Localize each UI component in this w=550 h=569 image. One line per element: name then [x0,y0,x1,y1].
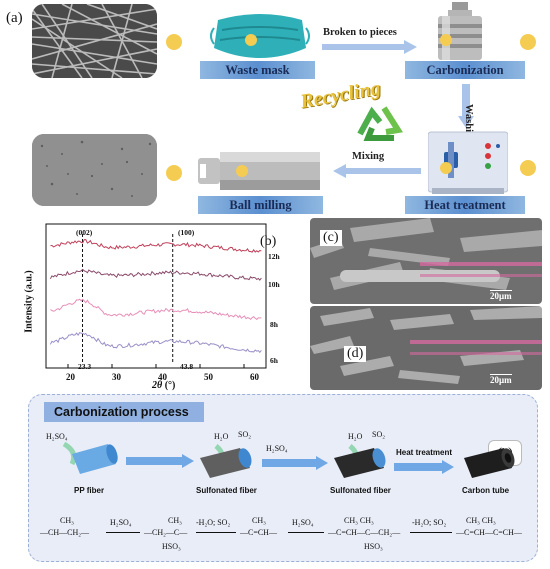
step-waste-mask: Waste mask [200,61,315,79]
xlabel-unit: (°) [164,380,176,391]
xrd-series-6h [49,331,262,354]
carbonization-title: Carbonization process [44,402,204,422]
eq-s4-top: CH₃ CH₃ [344,516,374,525]
process-arrow-3 [394,460,454,474]
yellow-dot [520,34,536,50]
sulfonated-fiber-dark-icon [334,444,386,478]
xrd-plot [45,223,267,369]
yellow-dot [166,165,182,181]
panel-a-label: (a) [6,10,23,26]
xrd-xlabel: 2θ (°) [152,380,175,391]
carbon-tube-icon [464,448,515,478]
eq-s2-main: —CH₂—C— [144,528,188,537]
sem-texture-c [310,218,542,304]
powder-texture [32,134,157,206]
step-ball-milling: Ball milling [198,196,323,214]
arrow-left-icon [333,164,421,178]
sulfonated-fiber-label-2: Sulfonated fiber [330,486,391,495]
arrow-right-icon [322,40,417,54]
panel-c-label: (c) [320,230,342,246]
carbon-tube-label: Carbon tube [462,486,510,495]
ball-mill-icon [198,152,320,190]
mask-icon [210,14,310,58]
yellow-dot [236,165,248,177]
carbonization-panel [28,394,538,562]
eq-arrow-4 [410,532,452,533]
eq-arrow-1 [106,532,140,533]
eq-s1-top: CH₃ [60,516,74,525]
sulfonated-fiber-label-1: Sulfonated fiber [196,486,257,495]
h2so4-label: H₂SO₄ [46,432,68,441]
yellow-dot [440,162,452,174]
xrd-peak-value-438: 43.8 [180,362,194,371]
pp-fiber-label: PP fiber [74,486,105,495]
xtick-30: 30 [112,372,121,382]
xrd-ylabel: Intensity (a.u.) [23,270,35,333]
h2so4-label-2: H₂SO₄ [266,444,288,453]
arrow-down-icon [458,84,474,128]
xtick-50: 50 [204,372,213,382]
step-heat-treatment: Heat treatment [405,196,525,214]
panel-b-label: (b) [260,234,277,249]
xrd-peak-label-002: (002) [76,228,93,237]
sem-image-d: (d) 20μm [310,306,542,390]
eq-s4-main: —C=CH—C—CH₂— [328,528,401,537]
arrow-label-mixing: Mixing [352,151,385,162]
eq-s3-main: —C=CH— [240,528,277,537]
eq-s1-main: —CH—CH₂— [40,528,90,537]
eq-s2-bot: HSO₃ [162,542,181,551]
h2o-label-1: H₂O [214,432,229,441]
xtick-20: 20 [66,372,75,382]
step-carbonization: Carbonization [405,61,525,79]
process-arrow-2 [262,456,328,470]
eq-s5-main: —C=CH—C=CH— [456,528,522,537]
yellow-dot [166,34,182,50]
eq-r3: H₂SO₄ [292,518,314,527]
yellow-dot [440,34,452,46]
xlabel-symbol: 2θ [152,380,163,391]
fiber-micrograph-image [32,4,157,78]
xrd-chart: Intensity (a.u.) (b) (002) (100) 23.3 43… [14,218,306,391]
eq-r2: -H₂O; SO₂ [196,518,231,527]
sulfonated-fiber-icon [200,444,252,478]
xtick-60: 60 [250,372,259,382]
eq-s2-top: CH₃ [168,516,182,525]
xrd-series-8h [50,298,262,321]
process-arrow-1 [126,454,194,468]
xrd-peak-label-100: (100) [178,228,195,237]
series-label-12h: 12h [268,252,280,261]
yellow-dot [520,160,536,176]
eq-arrow-3 [288,532,324,533]
sem-image-c: (c) 20μm [310,218,542,304]
scale-bar-c: 20μm [490,290,512,301]
arrow-label-broken: Broken to pieces [323,27,397,38]
eq-s3-top: CH₃ [252,516,266,525]
xtick-40: 40 [158,372,167,382]
h2o-label-2: H₂O [348,432,363,441]
heat-treatment-machine-icon [428,131,508,194]
panel-d-label: (d) [344,346,367,362]
eq-r1: H₂SO₄ [110,518,132,527]
eq-s5-top: CH₃ CH₃ [466,516,496,525]
series-label-10h: 10h [268,280,280,289]
series-label-8h: 8h [270,320,278,329]
heat-treatment-label: Heat treatment [396,448,453,457]
carbonization-vessel-icon [438,2,482,60]
scale-bar-d: 20μm [490,374,512,385]
fiber-texture [32,4,157,78]
eq-arrow-2 [196,532,236,533]
xrd-series-10h [49,268,262,281]
xrd-series-12h [50,239,262,253]
xrd-peak-value-233: 23.3 [78,362,92,371]
pp-fiber-icon [62,442,118,474]
powder-micrograph-image [32,134,157,206]
so2-label-1: SO₂ [238,430,252,439]
recycling-icon [357,106,403,141]
series-label-6h: 6h [270,356,278,365]
so2-label-2: SO₂ [372,430,386,439]
eq-r4: -H₂O; SO₂ [412,518,447,527]
eq-s4-bot: HSO₃ [364,542,383,551]
yellow-dot [245,34,257,46]
